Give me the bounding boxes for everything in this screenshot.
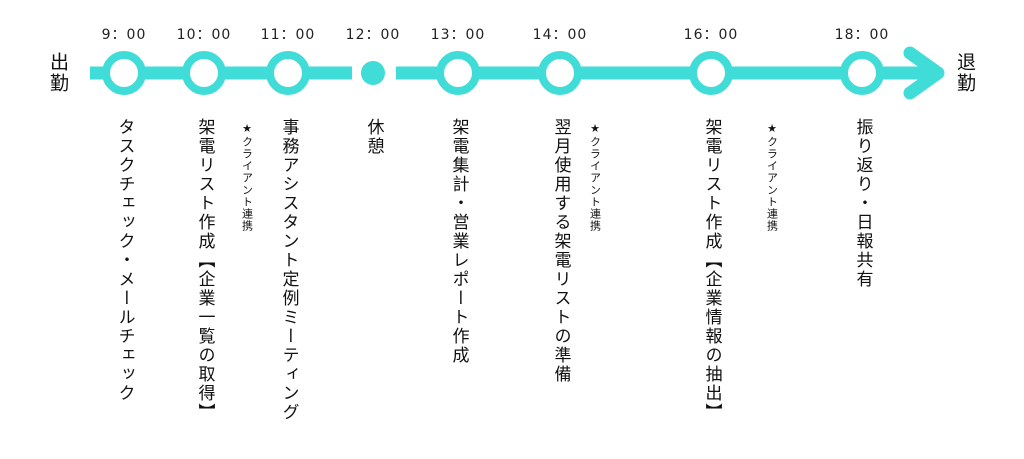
timeline-node-icon — [182, 51, 226, 95]
arrow-head-icon — [903, 46, 945, 100]
timeline-node-icon — [266, 51, 310, 95]
client-note: ★クライアント連携 — [240, 122, 254, 232]
task-label: 振り返り・日報共有 — [852, 118, 873, 289]
task-label: 休憩 — [363, 118, 384, 156]
client-note: ★クライアント連携 — [588, 122, 602, 232]
client-note: ★クライアント連携 — [765, 122, 779, 232]
time-label: 13：00 — [430, 27, 486, 43]
task-label: 架電リスト作成【企業一覧の取得】 — [194, 118, 215, 422]
task-label: 架電リスト作成【企業情報の抽出】 — [701, 118, 722, 422]
timeline-node-icon — [689, 51, 733, 95]
task-label: 事務アシスタント定例ミーティング — [278, 118, 299, 422]
start-label: 出勤 — [47, 52, 69, 94]
time-label: 14：00 — [532, 27, 588, 43]
time-label: 12：00 — [345, 27, 401, 43]
time-label: 9：00 — [101, 27, 147, 43]
time-label: 16：00 — [683, 27, 739, 43]
task-label: 翌月使用する架電リストの準備 — [550, 118, 571, 384]
time-label: 10：00 — [176, 27, 232, 43]
timeline-node-icon — [840, 51, 884, 95]
time-label: 11：00 — [260, 27, 316, 43]
break-dot-icon — [361, 61, 385, 85]
time-label: 18：00 — [834, 27, 890, 43]
task-label: タスクチェック・メールチェック — [114, 118, 135, 403]
timeline-node-icon — [102, 51, 146, 95]
end-label: 退勤 — [954, 52, 976, 94]
task-label: 架電集計・営業レポート作成 — [448, 118, 469, 365]
timeline-node-icon — [538, 51, 582, 95]
timeline-node-icon — [436, 51, 480, 95]
